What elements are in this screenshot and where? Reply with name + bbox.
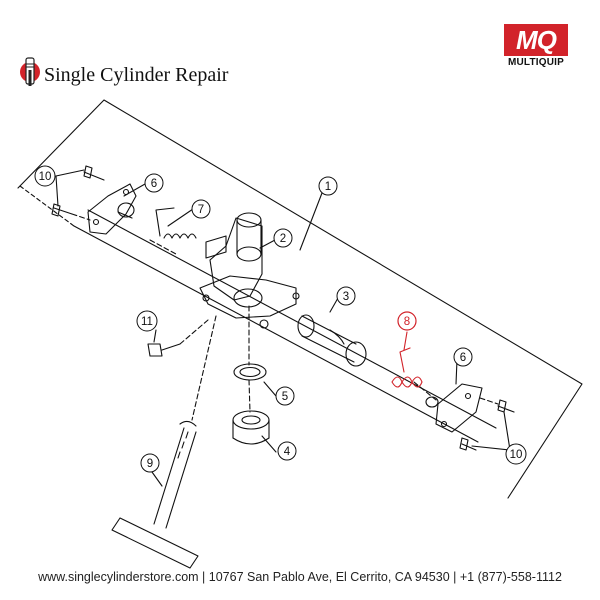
callout-label: 1 [325, 181, 331, 193]
callout-label: 8 [404, 316, 410, 328]
spring-7 [155, 207, 197, 239]
callout-label: 11 [141, 316, 153, 328]
yoke-clamp [199, 275, 297, 319]
washer-5 [233, 363, 267, 381]
callout-10-left[interactable]: 10 [34, 165, 56, 187]
callout-label: 9 [147, 458, 153, 470]
sleeve-3 [301, 315, 357, 363]
callouts: 1 2 3 4 5 6 6 7 8 9 10 10 11 [34, 165, 527, 473]
screw-top-right [497, 399, 515, 413]
callout-10-right[interactable]: 10 [505, 443, 527, 465]
logo-wordmark: MULTIQUIP [507, 57, 565, 68]
callout-label: 3 [343, 291, 349, 303]
screw-bottom-right [459, 437, 477, 451]
yoke [209, 217, 263, 301]
screw-bottom-left [51, 203, 73, 217]
callout-label: 10 [510, 449, 523, 461]
callout-4[interactable]: 4 [277, 441, 297, 461]
callout-9[interactable]: 9 [140, 453, 160, 473]
callout-3[interactable]: 3 [336, 286, 356, 306]
brand-title[interactable]: Single Cylinder Repair [44, 64, 229, 86]
logo-badge: MQ [504, 24, 568, 56]
callout-label: 7 [198, 204, 204, 216]
callout-label: 4 [284, 446, 291, 458]
callout-label: 5 [282, 391, 288, 403]
spring-8 [391, 347, 423, 388]
callout-5[interactable]: 5 [275, 386, 295, 406]
callout-11[interactable]: 11 [136, 310, 158, 332]
callout-7[interactable]: 7 [191, 199, 211, 219]
bushing-4 [232, 410, 270, 430]
callout-1[interactable]: 1 [318, 176, 338, 196]
right-plate [435, 383, 483, 433]
screw-top-left [83, 165, 105, 181]
t-handle [153, 427, 197, 529]
footer-contact[interactable]: www.singlecylinderstore.com | 10767 San … [38, 570, 562, 584]
assembly-frame [17, 99, 583, 499]
piston-logo-icon [20, 57, 40, 86]
callout-label: 6 [460, 352, 466, 364]
shaft [73, 209, 497, 443]
callout-label: 2 [280, 233, 286, 245]
callout-6-left[interactable]: 6 [144, 173, 164, 193]
callout-6-right[interactable]: 6 [453, 347, 473, 367]
multiquip-logo[interactable]: MQ MULTIQUIP [500, 24, 572, 72]
callout-label: 10 [39, 171, 52, 183]
bolt-11 [147, 343, 181, 357]
callout-2[interactable]: 2 [273, 228, 293, 248]
callout-label: 6 [151, 178, 157, 190]
callout-8[interactable]: 8 [397, 311, 417, 331]
